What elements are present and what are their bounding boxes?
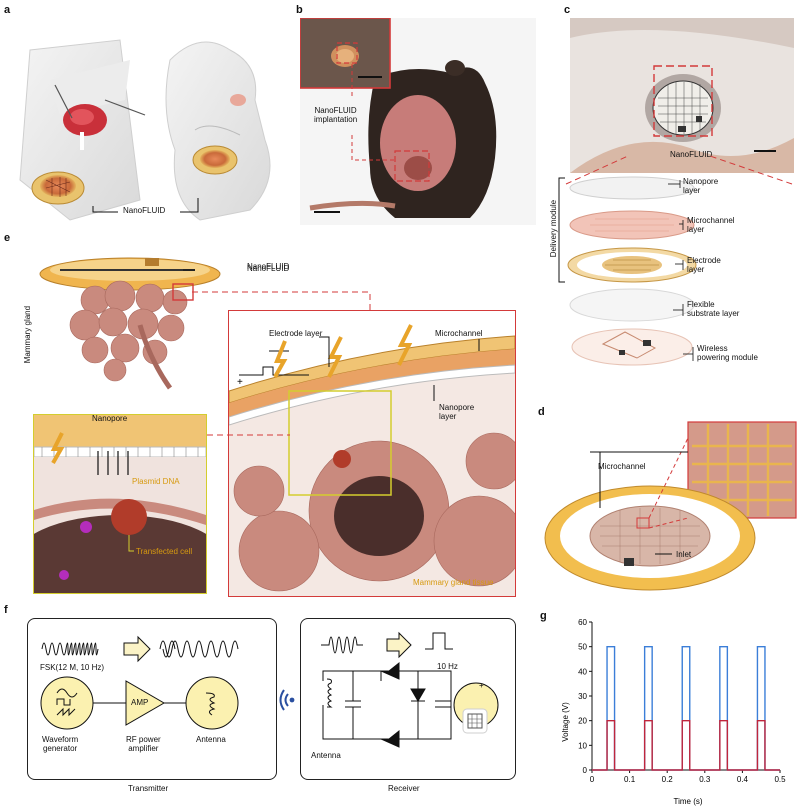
x-tick-label: 0.1 [624, 775, 636, 784]
panel-e-zoom-lines [207, 434, 290, 436]
panel-b-implant-text: NanoFLUID implantation [314, 106, 358, 125]
panel-c-photo-label: NanoFLUID [670, 150, 713, 159]
panel-e-plasmid-label: Plasmid DNA [132, 477, 180, 486]
panel-e-tissue-view: + Electrode layer Microchannel Nanopore … [228, 310, 525, 597]
transmitter-box: FSK(12 M, 10 Hz) AMP Waveform generator … [27, 618, 277, 780]
freq-label: 10 Hz [437, 662, 458, 671]
panel-b-letter: b [296, 4, 303, 16]
y-tick-label: 10 [578, 741, 587, 750]
x-tick-label: 0.2 [662, 775, 674, 784]
panel-c-layer-3: Flexible substrate layer [687, 300, 740, 319]
panel-d-letter: d [538, 406, 545, 418]
transmitter-label: Transmitter [128, 784, 169, 793]
x-tick-label: 0.4 [737, 775, 749, 784]
x-tick-label: 0 [590, 775, 595, 784]
panel-e-nanopore-layer-label: Nanopore layer [439, 403, 475, 422]
panel-e-plus: + [237, 377, 243, 388]
antenna-rx-label: Antenna [311, 751, 341, 760]
rf-amp-label: RF power amplifier [126, 735, 161, 754]
panel-b-photo: NanoFLUID implantation [299, 17, 536, 225]
receiver-label: Receiver [388, 784, 420, 793]
panel-b-implant-label: NanoFLUID implantation [314, 106, 357, 124]
panel-c-photo: NanoFLUID [570, 18, 794, 173]
panel-e-nanopore-view: Nanopore Plasmid DNA Transfected cell [33, 414, 207, 594]
x-tick-label: 0.3 [699, 775, 711, 784]
panel-d-inlet-label: Inlet [676, 550, 692, 559]
x-tick-label: 0.5 [774, 775, 786, 784]
fsk-label: FSK(12 M, 10 Hz) [40, 663, 105, 672]
panel-e-letter: e [4, 232, 11, 244]
panel-e-mammary-label: Mammary gland [23, 305, 33, 364]
panel-e-tissue-label: Mammary gland tissue [413, 578, 494, 587]
y-tick-label: 40 [578, 667, 587, 676]
panel-e-nanofluid-text: NanoFLUID [247, 264, 290, 273]
y-tick-label: 30 [578, 692, 587, 701]
x-axis-label: Time (s) [673, 797, 702, 806]
panel-c-letter: c [564, 4, 571, 16]
panel-e-nanofluid-label: NanoFLUID [247, 262, 290, 271]
panel-e-transfected-label: Transfected cell [136, 547, 193, 556]
y-axis-label: Voltage (V) [561, 702, 570, 742]
panel-c-layer-4: Wireless powering module [697, 344, 758, 363]
y-tick-label: 50 [578, 643, 587, 652]
series-line-0 [592, 645, 780, 771]
panel-c-layer-0: Nanopore layer [683, 177, 719, 196]
panel-e-callout-lines [192, 291, 371, 310]
panel-c-projection [565, 155, 793, 185]
panel-a-letter: a [4, 4, 11, 16]
panel-a-nanofluid-label: NanoFLUID [123, 206, 166, 215]
receiver-plus: + [479, 681, 484, 690]
panel-c-layer-2: Electrode layer [687, 256, 721, 275]
panel-a-illustration: NanoFLUID [10, 20, 295, 225]
panel-e-nanopore-label: Nanopore [92, 414, 128, 423]
y-tick-label: 60 [578, 618, 587, 627]
panel-c-layer-1: Microchannel layer [687, 216, 735, 235]
voltage-chart: Voltage (V) Time (s) 0 10 20 30 40 50 60 0 0.1 0.… [561, 618, 786, 806]
y-tick-label: 20 [578, 717, 587, 726]
panel-e-microchannel-label: Microchannel [435, 329, 483, 338]
panel-g-letter: g [540, 610, 547, 622]
panel-e-gland-illustration: NanoFLUID Mammary gland [23, 240, 289, 400]
panel-c-module-label: Delivery module [549, 199, 559, 258]
antenna-tx-label: Antenna [196, 735, 226, 744]
receiver-box: 10 Hz Antenna + [300, 618, 516, 780]
panel-c-layers: Delivery module Nanopore layer Microchan… [549, 172, 800, 384]
waveform-generator-label: Waveform generator [42, 735, 79, 754]
wireless-signal-icon [279, 689, 295, 711]
panel-d-microchannel-label: Microchannel [598, 462, 646, 471]
y-tick-label: 0 [583, 766, 588, 775]
panel-f-letter: f [4, 604, 8, 616]
amp-label: AMP [131, 698, 149, 707]
panel-e-electrode-label: Electrode layer [269, 329, 323, 338]
series-line-1 [592, 719, 780, 771]
panel-d-illustration: Microchannel Inlet [540, 418, 800, 598]
